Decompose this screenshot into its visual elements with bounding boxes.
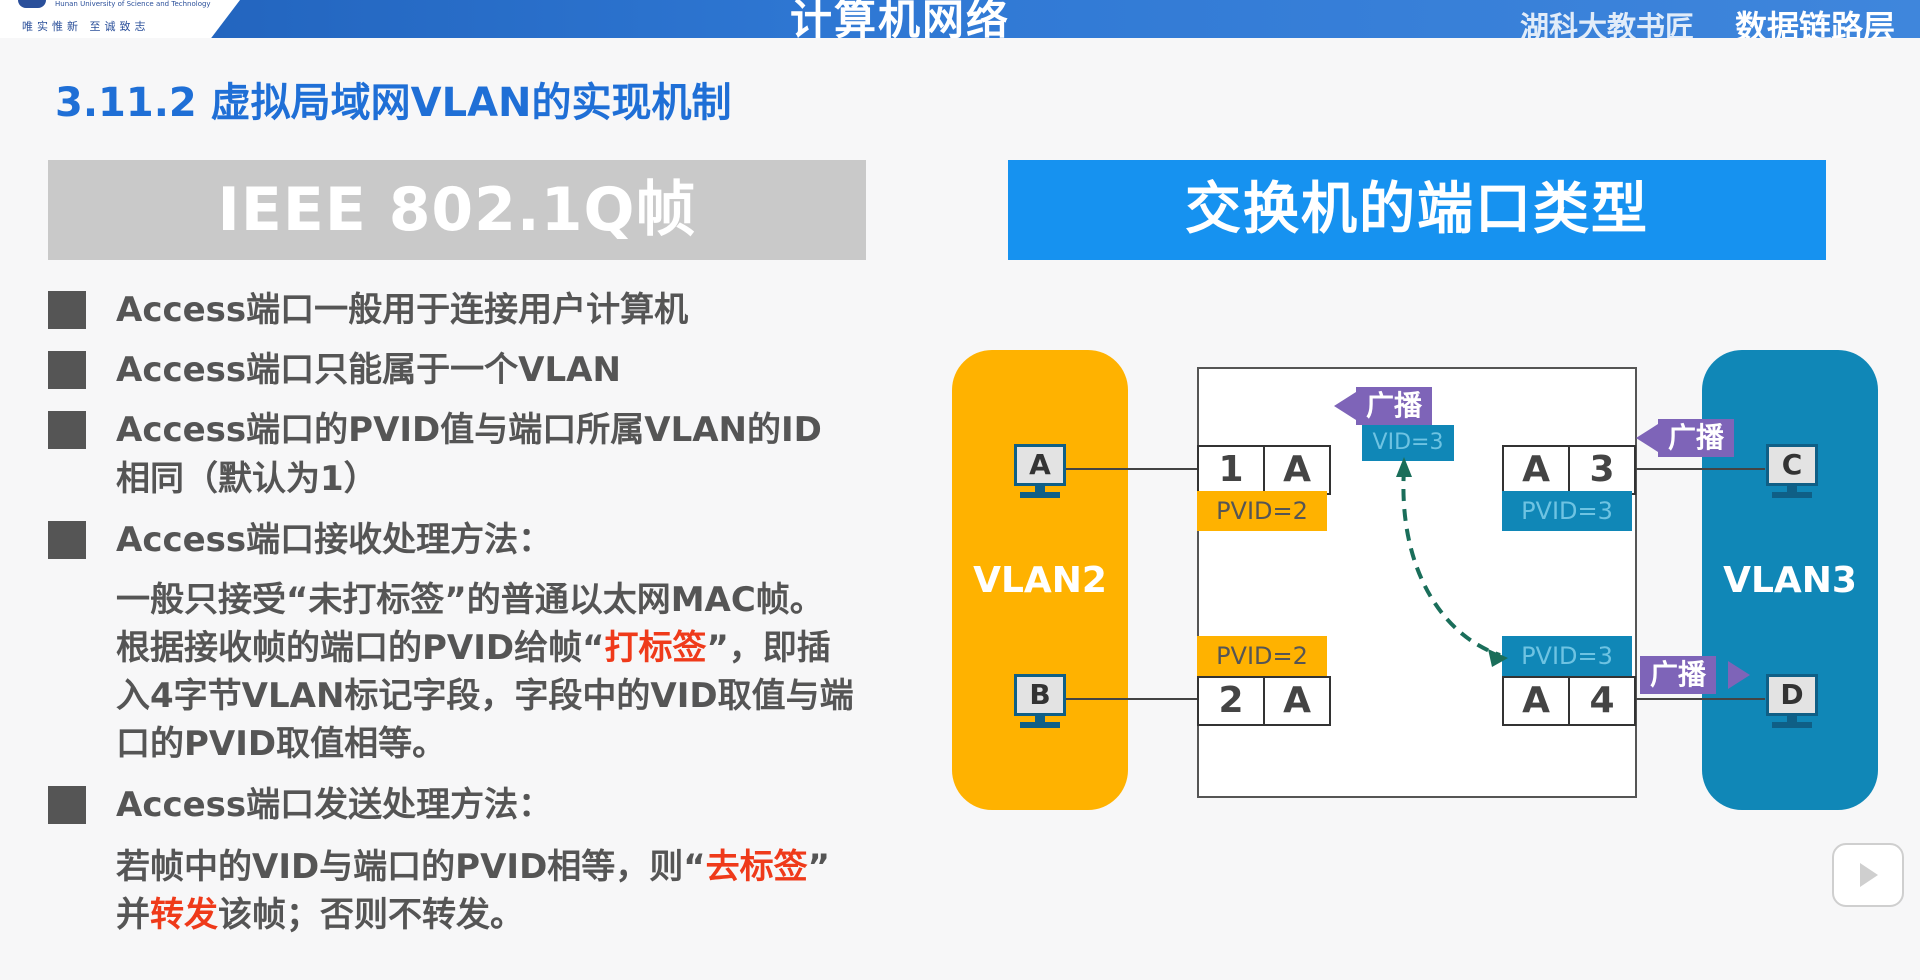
receive-line-1: 一般只接受“未打标签”的普通以太网MAC帧。 [116, 580, 824, 620]
vlan2-group: VLAN2 [952, 350, 1128, 810]
port-3: A 3 [1502, 445, 1636, 495]
highlight-tagging: 打标签 [604, 628, 707, 668]
port-4: A 4 [1502, 676, 1636, 726]
bullet-text: Access端口的PVID值与端口所属VLAN的ID [116, 410, 822, 450]
link-c [1633, 468, 1765, 470]
receive-line-3: 入4字节VLAN标记字段，字段中的VID取值与端 [116, 676, 854, 716]
switch-port-types-banner: 交换机的端口类型 [1008, 160, 1826, 260]
computer-b-icon: B [1014, 674, 1066, 732]
bullet-text-continued: 相同（默认为1） [116, 459, 378, 499]
broadcast-arrow-icon [1728, 661, 1750, 689]
receive-line-4: 口的PVID取值相等。 [116, 724, 447, 764]
ieee-frame-banner: IEEE 802.1Q帧 [48, 160, 866, 260]
computer-c-icon: C [1766, 444, 1818, 502]
link-b [1058, 698, 1200, 700]
link-a [1058, 468, 1200, 470]
bullet-text: Access端口只能属于一个VLAN [116, 350, 621, 390]
logo-english-name: Hunan University of Science and Technolo… [55, 0, 211, 8]
port-1: 1 A [1197, 445, 1331, 495]
bullet-text: Access端口一般用于连接用户计算机 [116, 290, 689, 330]
broadcast-label: 广播 [1658, 419, 1735, 457]
play-icon[interactable] [1832, 843, 1904, 907]
bullet-marker [48, 411, 86, 449]
vlan2-label: VLAN2 [973, 560, 1107, 601]
bullet-marker [48, 521, 86, 559]
bullet-marker [48, 351, 86, 389]
bullet-text: Access端口发送处理方法： [116, 785, 553, 825]
university-logo: Hunan University of Science and Technolo… [0, 0, 240, 38]
highlight-forward: 转发 [150, 895, 218, 935]
bullet-marker [48, 786, 86, 824]
computer-a-icon: A [1014, 444, 1066, 502]
port-2-pvid: PVID=2 [1197, 636, 1327, 676]
broadcast-label: 广播 [1640, 656, 1717, 694]
section-title: 3.11.2 虚拟局域网VLAN的实现机制 [55, 80, 732, 126]
forwarding-path [1396, 457, 1508, 667]
send-line-1: 若帧中的VID与端口的PVID相等，则“去标签” [116, 847, 830, 887]
logo-motto: 唯实惟新 至诚致志 [22, 20, 150, 33]
university-emblem-icon [18, 0, 46, 8]
broadcast-arrow-icon [1334, 392, 1356, 420]
computer-d-icon: D [1766, 674, 1818, 732]
bullet-text: Access端口接收处理方法： [116, 520, 553, 560]
link-d [1633, 698, 1765, 700]
broadcast-arrow-icon [1636, 424, 1658, 452]
header-bar: Hunan University of Science and Technolo… [0, 0, 1920, 38]
receive-line-2: 根据接收帧的端口的PVID给帧“打标签”，即插 [116, 628, 831, 668]
school-name: 湖科大教书匠 [1520, 10, 1695, 38]
port-1-pvid: PVID=2 [1197, 491, 1327, 531]
course-title: 计算机网络 [790, 0, 1011, 38]
bullet-marker [48, 291, 86, 329]
vlan3-label: VLAN3 [1723, 560, 1857, 601]
port-3-pvid: PVID=3 [1502, 491, 1632, 531]
send-line-2: 并转发该帧；否则不转发。 [116, 895, 524, 935]
port-2: 2 A [1197, 676, 1331, 726]
port-4-pvid: PVID=3 [1502, 636, 1632, 676]
vid-tag: VID=3 [1362, 425, 1454, 461]
highlight-untag: 去标签 [705, 847, 808, 887]
broadcast-label: 广播 [1356, 387, 1433, 425]
chapter-watermark: 数据链路层 [1735, 8, 1896, 38]
